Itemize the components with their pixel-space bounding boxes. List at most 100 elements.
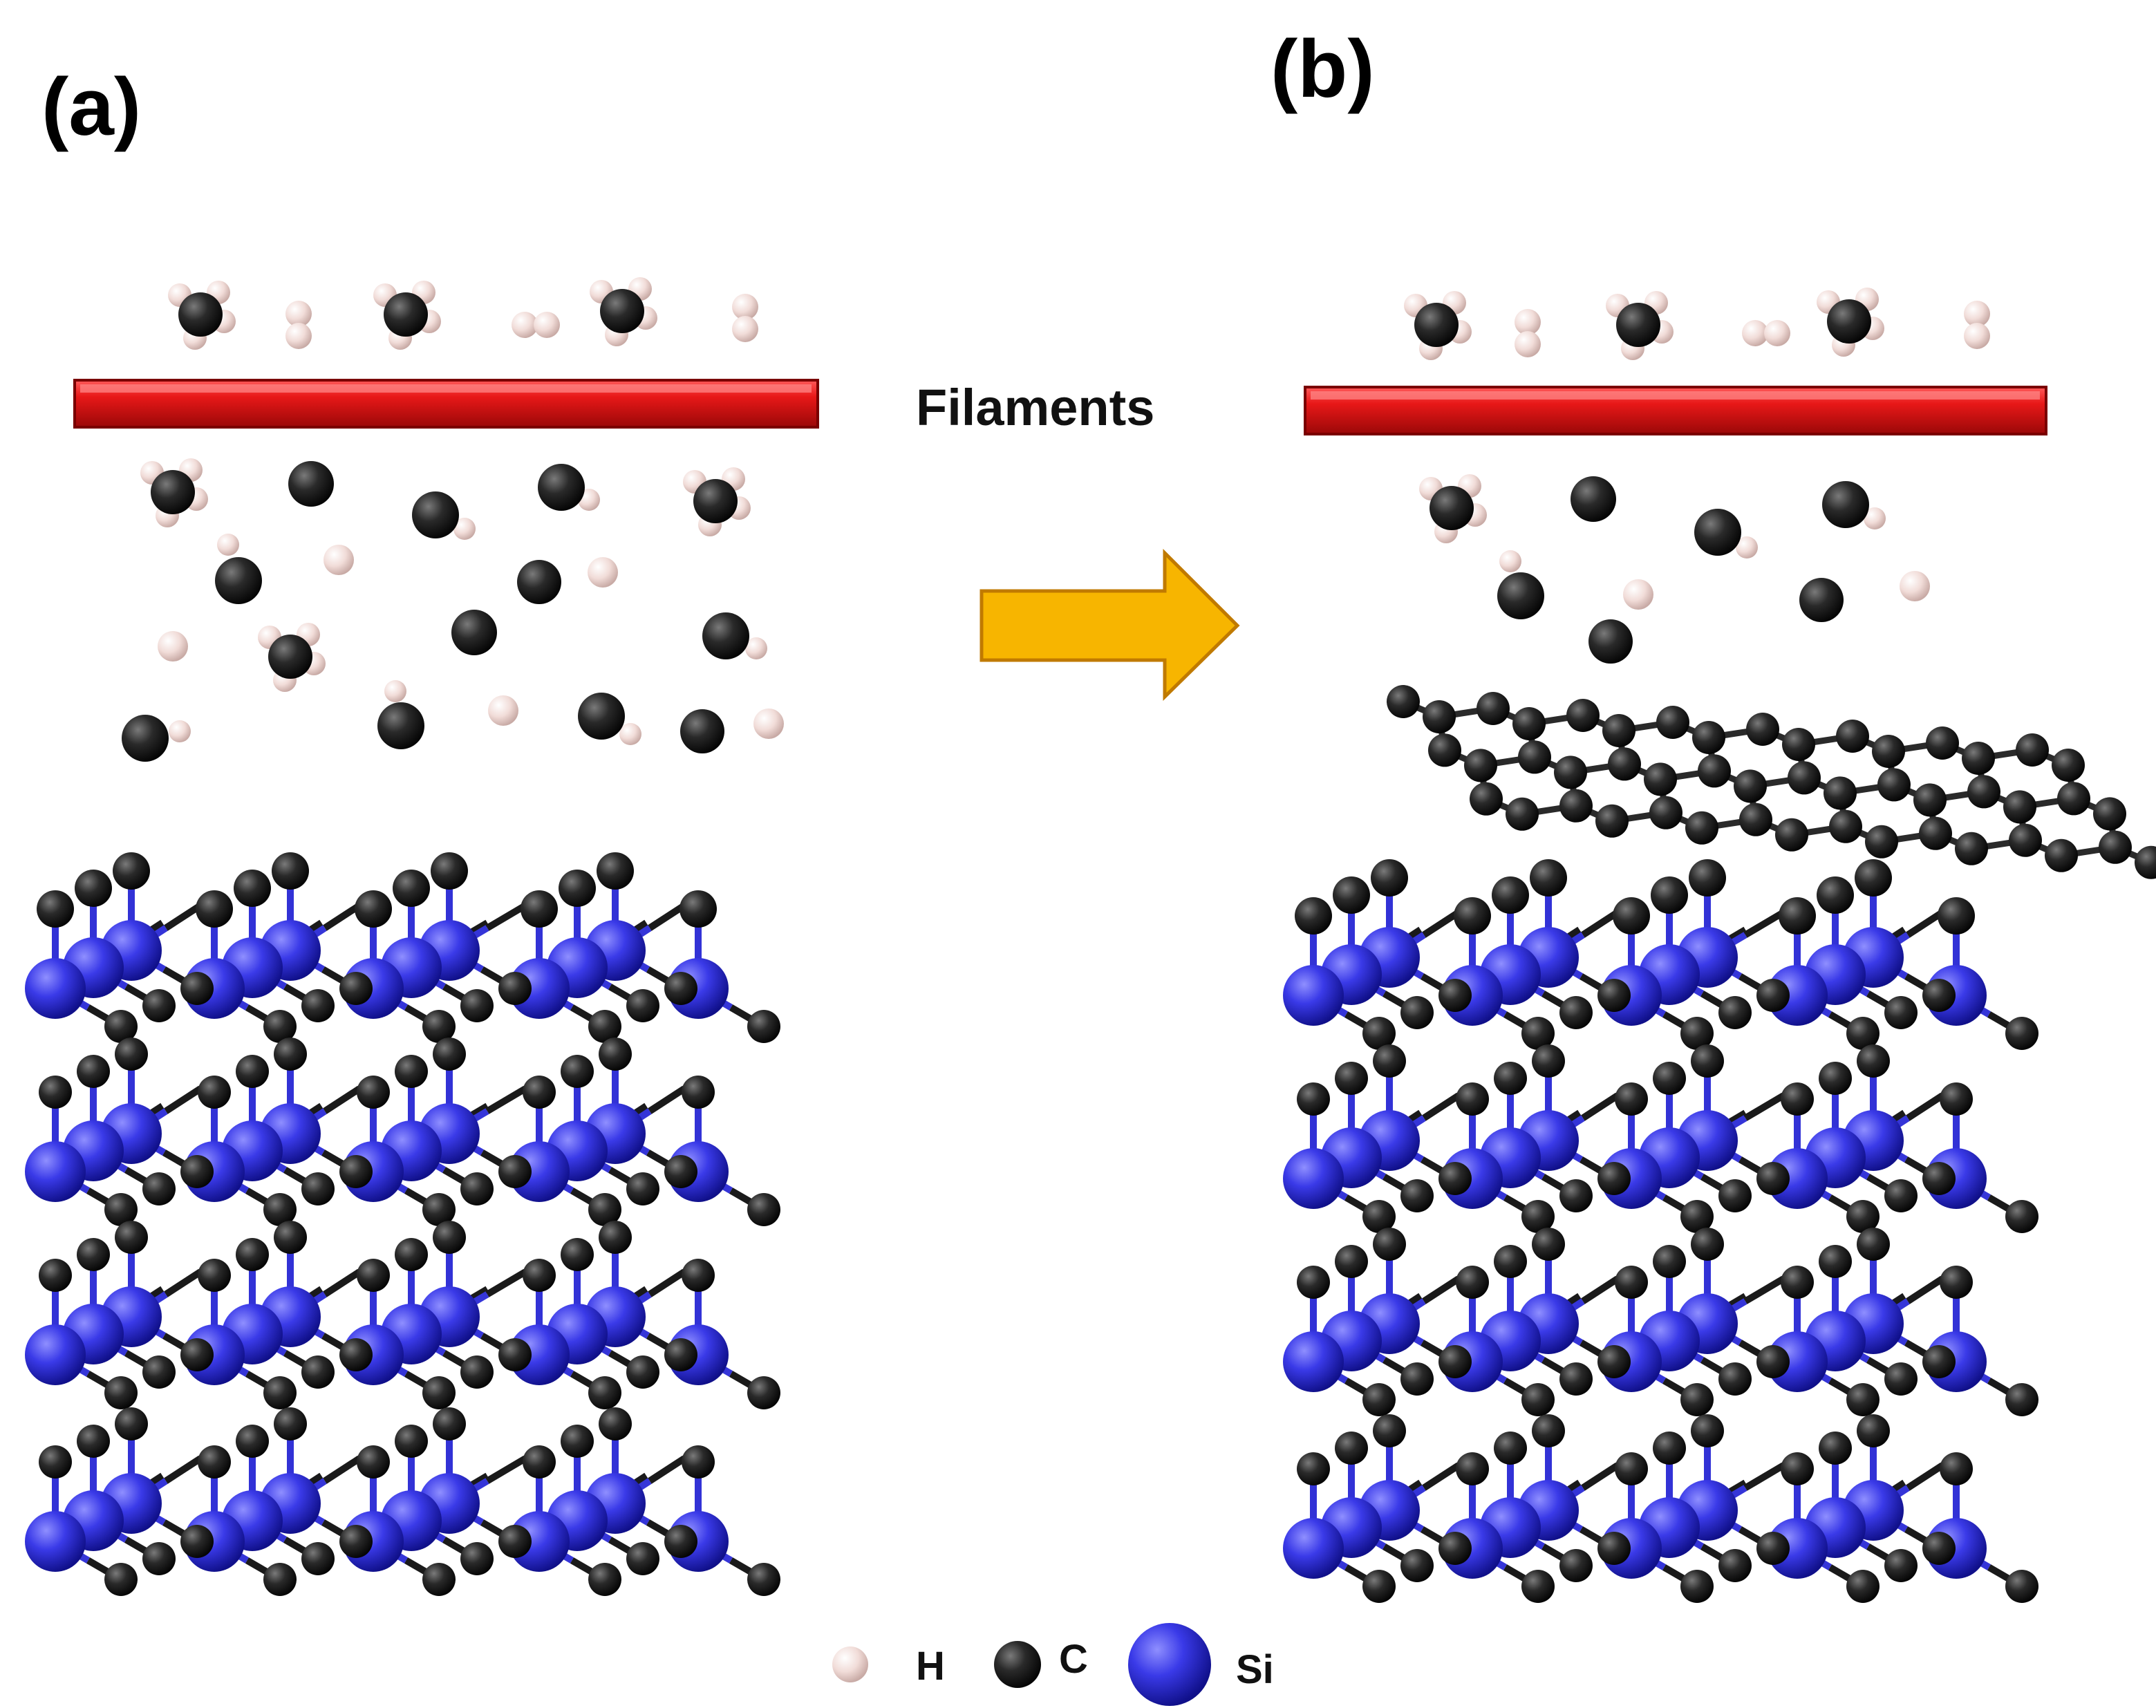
carbon-atom [1362, 1200, 1396, 1233]
carbon-atom [263, 1193, 297, 1226]
carbon-atom [357, 1076, 390, 1109]
carbon-atom [1530, 859, 1567, 897]
carbon-atom [422, 1563, 456, 1596]
carbon-atom [357, 1259, 390, 1292]
carbon-atom [498, 1155, 532, 1188]
carbon-atom [1559, 789, 1593, 823]
carbon-atom [1595, 804, 1629, 838]
carbon-atom [664, 1525, 697, 1558]
carbon-atom [1464, 749, 1497, 782]
carbon-atom [180, 1155, 214, 1188]
hydrogen-atom [1764, 320, 1790, 346]
carbon-atom [198, 1259, 231, 1292]
carbon-atom [1335, 1432, 1368, 1465]
carbon-atom [747, 1376, 780, 1409]
bond [648, 1085, 686, 1114]
hydrogen-atom [619, 723, 641, 745]
carbon-atom [1559, 1549, 1593, 1582]
carbon-atom [1824, 776, 1857, 810]
carbon-atom [1438, 1162, 1472, 1195]
carbon-atom [451, 610, 497, 655]
carbon-atom [2135, 845, 2156, 879]
carbon-atom [498, 1525, 532, 1558]
carbon-atom [1362, 1570, 1396, 1603]
bond [323, 1268, 362, 1297]
bond [1422, 1275, 1461, 1304]
carbon-atom [263, 1376, 297, 1409]
carbon-atom [1297, 1266, 1330, 1299]
carbon-atom [339, 972, 373, 1005]
carbon-atom [1829, 809, 1862, 843]
carbon-atom [1680, 1383, 1714, 1416]
carbon-atom [234, 870, 271, 907]
carbon-atom [274, 1407, 307, 1440]
bond [164, 1085, 203, 1114]
carbon-atom [1782, 728, 1815, 761]
sic-atoms [25, 852, 780, 1596]
carbon-atom [1554, 756, 1587, 789]
hydrogen-atom [158, 631, 188, 661]
carbon-atom [1680, 1200, 1714, 1233]
bond [1581, 1275, 1620, 1304]
carbon-atom [1718, 1179, 1752, 1212]
carbon-atom [1438, 1345, 1472, 1378]
silicon-atom [1767, 1331, 1828, 1392]
carbon-atom [1653, 1062, 1686, 1095]
carbon-atom [180, 1525, 214, 1558]
hydrogen-atom [534, 312, 560, 338]
carbon-atom [263, 1010, 297, 1043]
carbon-atom [1689, 859, 1726, 897]
carbon-atom [1836, 720, 1869, 753]
bond [164, 1268, 203, 1297]
carbon-atom [1846, 1383, 1880, 1416]
carbon-atom [2093, 797, 2126, 831]
carbon-atom [355, 890, 392, 928]
carbon-atom [1746, 713, 1779, 746]
carbon-atom [626, 989, 659, 1022]
carbon-atom [274, 1038, 307, 1071]
carbon-atom [1855, 859, 1892, 897]
carbon-atom [1613, 897, 1650, 935]
carbon-atom [1819, 1245, 1852, 1278]
carbon-atom [1685, 811, 1718, 845]
hydrogen-atom [488, 695, 518, 726]
carbon-atom [1756, 1345, 1790, 1378]
carbon-atom [1559, 1179, 1593, 1212]
carbon-atom [215, 557, 262, 604]
carbon-atom [198, 1445, 231, 1479]
carbon-atom [1692, 721, 1725, 754]
carbon-atom [1521, 1017, 1555, 1050]
carbon-atom [1680, 1570, 1714, 1603]
carbon-atom [460, 1542, 494, 1575]
carbon-atom [1400, 1179, 1434, 1212]
carbon-atom [1494, 1245, 1527, 1278]
carbon-atom [39, 1259, 72, 1292]
carbon-atom [274, 1221, 307, 1254]
hydrogen-atom [745, 637, 767, 659]
carbon-atom [600, 289, 644, 333]
silicon-atom [1767, 1518, 1828, 1579]
carbon-atom [578, 693, 625, 740]
silicon-atom [1283, 965, 1344, 1026]
carbon-atom [377, 702, 424, 749]
carbon-atom [431, 852, 468, 890]
hydrogen-atom [1515, 331, 1541, 357]
carbon-atom [1428, 733, 1461, 767]
carbon-atom [1857, 1414, 1890, 1447]
carbon-atom [523, 1445, 556, 1479]
carbon-atom [588, 1010, 621, 1043]
carbon-atom [626, 1542, 659, 1575]
carbon-atom [1597, 1162, 1631, 1195]
legend-si-atom [1128, 1623, 1211, 1706]
carbon-atom [1718, 996, 1752, 1029]
carbon-atom [521, 890, 558, 928]
carbon-atom [39, 1076, 72, 1109]
carbon-atom [664, 1155, 697, 1188]
carbon-atom [1788, 761, 1821, 795]
carbon-atom [357, 1445, 390, 1479]
silicon-atom [1767, 1148, 1828, 1209]
carbon-atom [77, 1425, 110, 1458]
carbon-atom [1616, 303, 1660, 347]
carbon-atom [178, 292, 223, 337]
hydrogen-atom [324, 545, 354, 575]
